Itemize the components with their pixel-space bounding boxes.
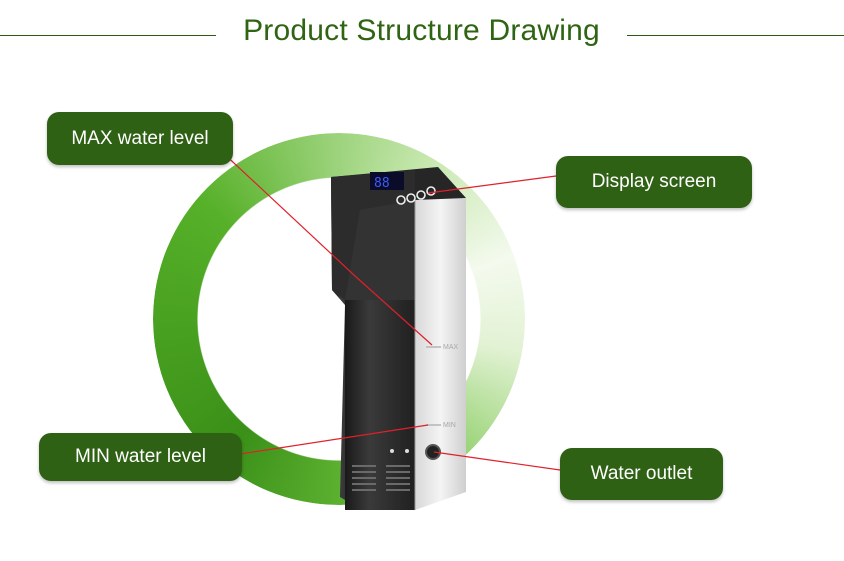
max-mark-text: MAX bbox=[443, 344, 459, 351]
screw-right bbox=[405, 449, 409, 453]
leader-line-min bbox=[239, 424, 429, 455]
water-outlet-hole bbox=[425, 444, 441, 460]
leader-line-max bbox=[219, 149, 433, 346]
vent-slots bbox=[352, 465, 410, 491]
label-max-water-level: MAX water level bbox=[47, 112, 233, 165]
sous-vide-device: 88 MAX MIN bbox=[331, 167, 466, 510]
label-water-outlet: Water outlet bbox=[560, 448, 723, 500]
label-display-screen: Display screen bbox=[556, 156, 752, 208]
device-front-panel bbox=[345, 290, 415, 510]
leader-line-outlet bbox=[433, 451, 561, 471]
leader-lines bbox=[219, 149, 561, 471]
title-rule-right bbox=[627, 35, 844, 36]
leader-line-display bbox=[427, 175, 557, 194]
control-buttons bbox=[396, 186, 436, 205]
screw-left bbox=[390, 449, 394, 453]
display-panel bbox=[370, 172, 404, 190]
device-front-upper-shade bbox=[345, 200, 415, 300]
display-digits: 88 bbox=[374, 176, 390, 191]
title-rule-left bbox=[0, 35, 216, 36]
page-title: Product Structure Drawing bbox=[243, 14, 600, 47]
min-mark-text: MIN bbox=[443, 422, 456, 429]
device-side-face bbox=[415, 198, 466, 510]
label-min-water-level: MIN water level bbox=[39, 433, 242, 481]
